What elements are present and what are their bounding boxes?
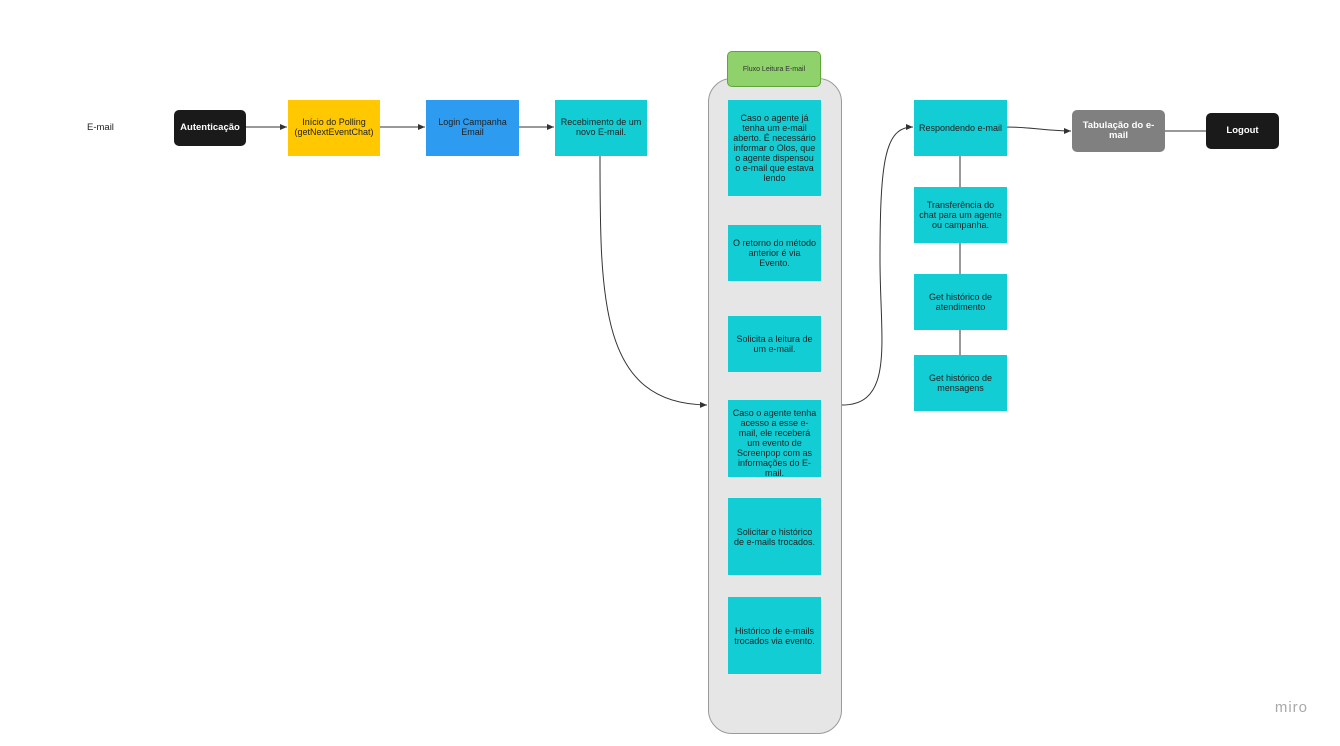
node-transferencia[interactable]: Transferência do chat para um agente ou … — [914, 187, 1007, 243]
side-label: E-mail — [87, 122, 114, 133]
node-retorno-metodo[interactable]: O retorno do método anterior é via Event… — [728, 225, 821, 281]
node-respondendo[interactable]: Respondendo e-mail — [914, 100, 1007, 156]
node-get-mensagens[interactable]: Get histórico de mensagens — [914, 355, 1007, 411]
node-solicitar-historico[interactable]: Solicitar o histórico de e-mails trocado… — [728, 498, 821, 575]
node-autenticacao[interactable]: Autenticação — [174, 110, 246, 146]
miro-logo: miro — [1274, 699, 1308, 716]
node-solicita-leitura[interactable]: Solicita a leitura de um e-mail. — [728, 316, 821, 372]
node-historico-evento[interactable]: Histórico de e-mails trocados via evento… — [728, 597, 821, 674]
node-get-atendimento[interactable]: Get histórico de atendimento — [914, 274, 1007, 330]
node-caso-aberto[interactable]: Caso o agente já tenha um e-mail aberto.… — [728, 100, 821, 196]
edge-respondendo-tabulacao — [1005, 126, 1072, 134]
edge-recebimento-acesso — [599, 155, 708, 408]
node-acesso-email[interactable]: Caso o agente tenha acesso a esse e-mail… — [728, 400, 821, 478]
node-login-campanha[interactable]: Login Campanha Email — [426, 100, 519, 156]
node-logout[interactable]: Logout — [1206, 113, 1279, 149]
node-tabulacao[interactable]: Tabulação do e-mail — [1072, 110, 1165, 152]
node-inicio-polling[interactable]: Início do Polling (getNextEventChat) — [288, 100, 380, 156]
swimlane-title: Fluxo Leitura E-mail — [727, 51, 821, 87]
node-recebimento[interactable]: Recebimento de um novo E-mail. — [555, 100, 647, 156]
edge-lane-respondendo — [841, 124, 914, 406]
